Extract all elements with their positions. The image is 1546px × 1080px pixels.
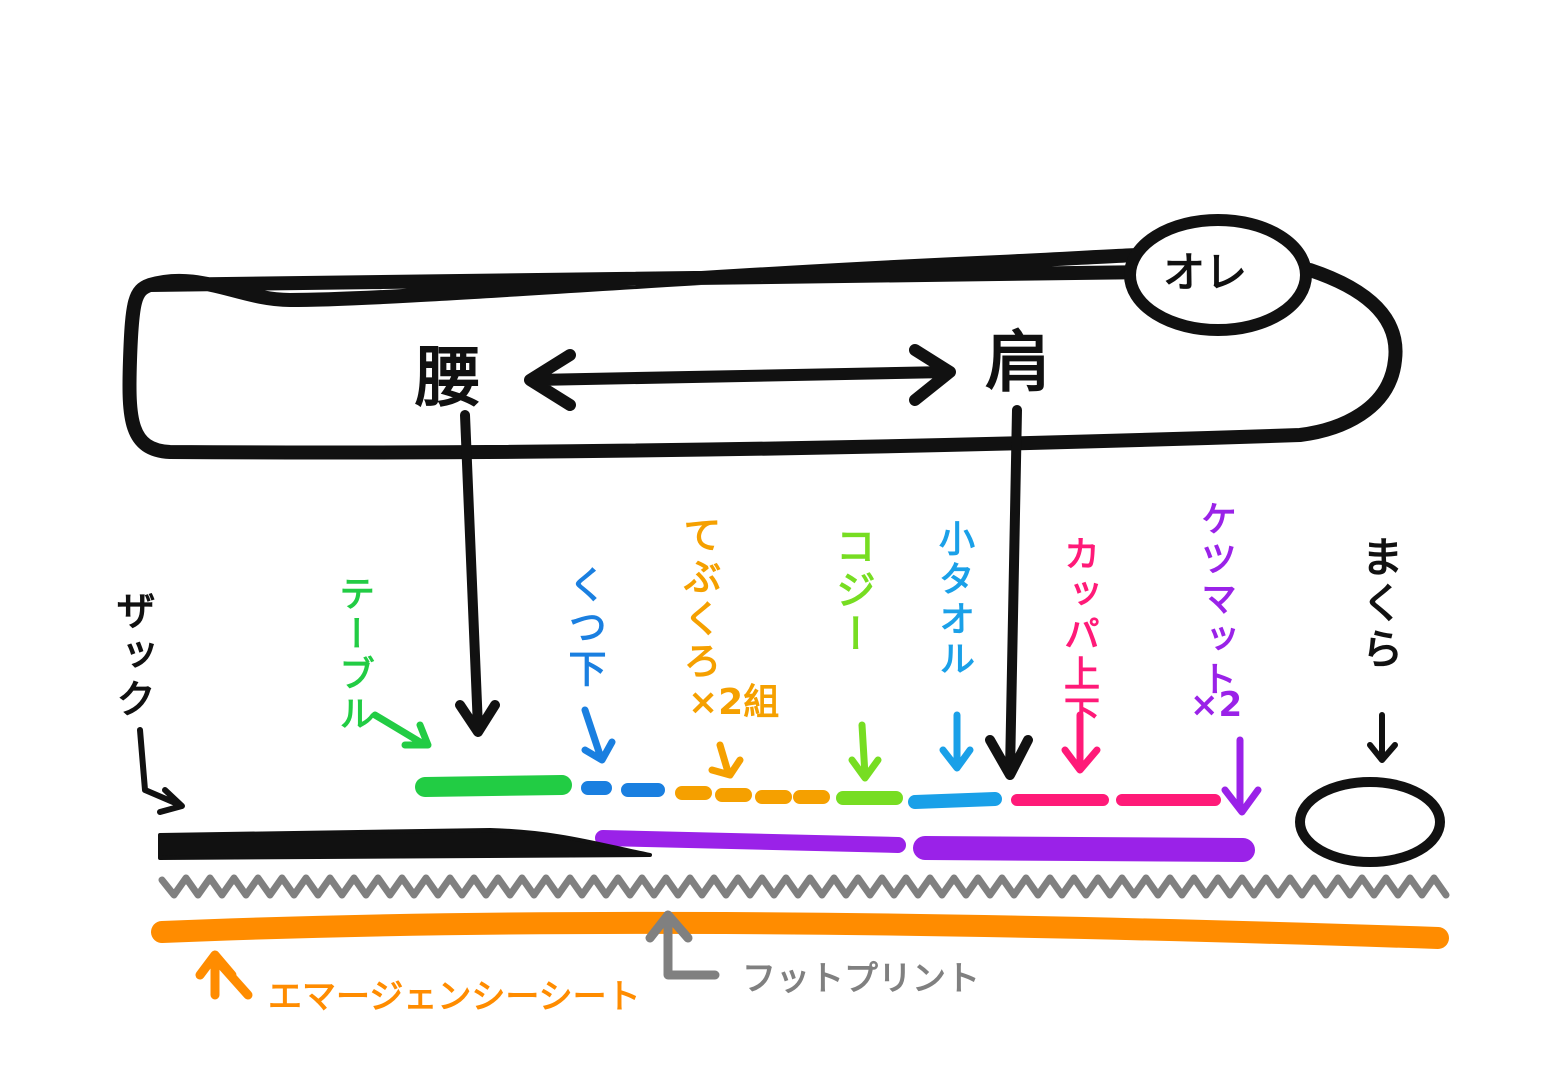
seat-mat-pad-1 <box>595 830 906 853</box>
emergency-sheet-line <box>151 911 1449 949</box>
rain-gear-label: カッパ上下 <box>1058 535 1099 735</box>
table-pad <box>415 775 572 797</box>
footprint-zigzag <box>158 874 1450 899</box>
rain-gear-arrow <box>1061 711 1101 774</box>
seat-mat-pad-2 <box>913 836 1255 862</box>
cozy-label: コジー <box>829 525 875 657</box>
footprint-label: フットプリント <box>742 959 980 999</box>
pillow-shape <box>1295 777 1445 867</box>
shoulder-down-arrow <box>985 405 1033 780</box>
pillow-arrow <box>1367 712 1398 763</box>
seat-mat-label: ケツマット <box>1195 500 1236 700</box>
gloves-arrow <box>708 741 744 779</box>
waist-label: 腰 <box>415 339 481 416</box>
body-outline <box>122 248 1403 460</box>
seat-mat-arrow <box>1221 736 1262 816</box>
socks-label: くつ下 <box>562 565 606 691</box>
emergency-sheet-label: エマージェンシーシート <box>268 977 641 1017</box>
footprint-arrow <box>645 910 720 980</box>
head-circle <box>1124 214 1312 336</box>
table-label: テーブル <box>333 575 374 735</box>
towel-pad <box>908 792 1002 809</box>
sack-label: ザック <box>109 590 155 722</box>
emergency-sheet-arrow <box>195 950 253 1000</box>
table-arrow <box>371 711 432 749</box>
cozy-arrow <box>848 721 882 782</box>
gloves-label: てぶくろ <box>677 515 721 683</box>
small-towel-label: 小タオル <box>933 520 974 680</box>
gloves-pad <box>675 786 830 804</box>
seat-mat-qty-label: ×2 <box>1190 685 1243 725</box>
sack-arrow <box>137 727 185 815</box>
waist-down-arrow <box>455 410 500 737</box>
head-label: オレ <box>1163 248 1248 297</box>
socks-pad <box>581 781 665 797</box>
sack-shape <box>158 828 652 860</box>
gloves-qty-label: ×2組 <box>688 682 780 723</box>
shoulder-label: 肩 <box>985 324 1051 401</box>
pillow-label: まくら <box>1355 535 1404 673</box>
towel-arrow <box>939 711 974 772</box>
socks-arrow <box>581 706 616 764</box>
waist-shoulder-arrow <box>524 344 956 411</box>
